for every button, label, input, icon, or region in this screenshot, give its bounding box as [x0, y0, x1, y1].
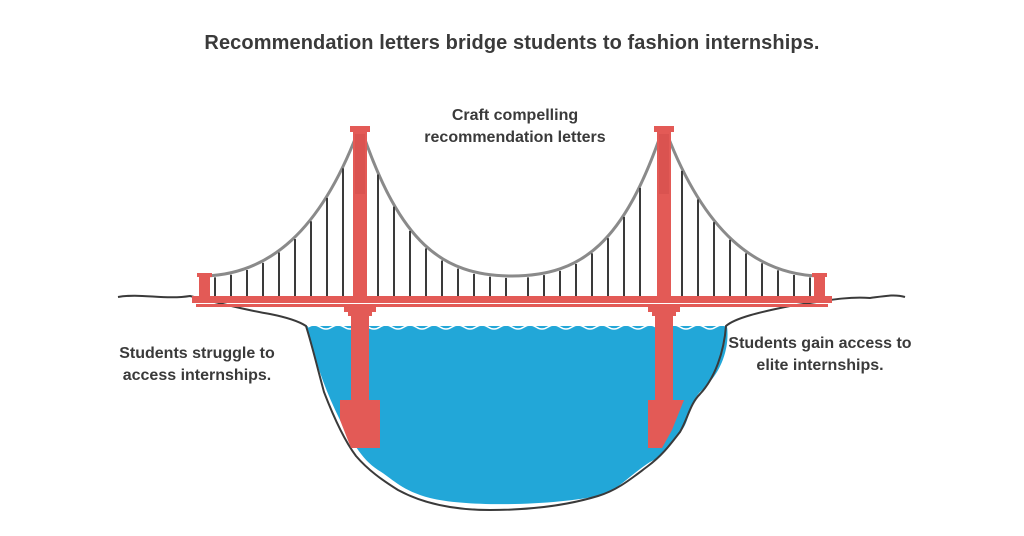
tower-right — [648, 126, 684, 448]
suspension-cable-left — [204, 133, 359, 278]
end-post-right — [812, 273, 827, 296]
end-post-left — [197, 273, 212, 296]
river-water — [306, 326, 728, 505]
label-left-bank: Students struggle to access internships. — [119, 345, 275, 384]
ground-outline — [117, 294, 906, 512]
label-right-bank: Students gain access to elite internship… — [728, 335, 912, 374]
bridge-deck — [192, 296, 832, 303]
label-bridge-span: Craft compelling recommendation letters — [424, 107, 606, 146]
suspension-cable-right — [665, 133, 820, 278]
diagram-title: Recommendation letters bridge students t… — [204, 32, 820, 54]
suspension-cable-main — [361, 133, 663, 278]
hanger-group — [214, 168, 811, 296]
tower-left — [340, 126, 380, 448]
bridge-deck-lower — [196, 304, 828, 307]
